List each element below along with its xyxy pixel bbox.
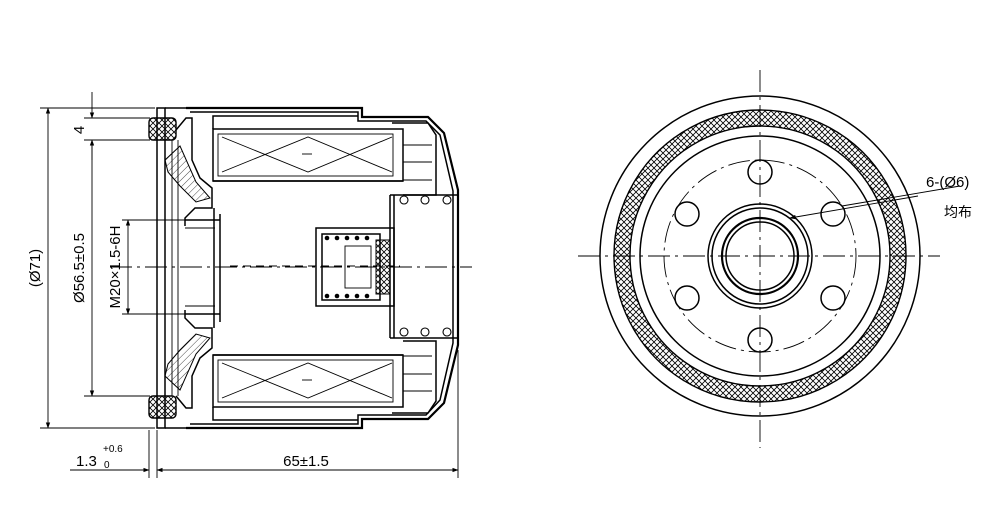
bypass-valve [315,227,395,307]
boss-outer [707,203,813,309]
valve-spring-dots [324,235,370,299]
dim-offset-upper: +0.6 [103,444,123,455]
gasket-ring [613,109,907,403]
dim-offset-lower: 0 [104,460,110,471]
hole-note: 均布 [944,205,972,221]
hole-5 [674,285,700,311]
hole-2 [820,201,846,227]
end-view [578,70,961,448]
valve-bottom-hatch [164,333,211,391]
can-body-outline [186,106,460,430]
gasket-top [148,117,177,141]
thread-bore [720,216,800,296]
dim-gasket-thickness: 4 [71,126,88,134]
side-view [110,106,472,430]
gasket-bottom [148,395,177,419]
dim-thread: M20×1.5-6H [107,226,124,309]
holes [674,159,846,353]
rivets [399,195,452,337]
hole-leader [789,195,919,220]
can-body-inner-wall [190,111,454,425]
hole-6 [674,201,700,227]
hole-1 [747,159,773,185]
base-plate-ring [639,135,881,377]
dim-length: 65±1.5 [283,453,329,470]
dim-outer-diameter: (Ø71) [27,249,44,287]
hole-labels: 6-(Ø6) 均布 [926,174,972,221]
dim-offset-main: 1.3 [76,453,97,470]
end-cap-top [392,122,437,196]
outer-rim [599,95,921,417]
valve-top-hatch [164,145,211,203]
hole-callout: 6-(Ø6) [926,174,969,191]
dim-gasket-diameter: Ø56.5±0.5 [71,233,88,303]
dimension-labels: (Ø71) Ø56.5±0.5 M20×1.5-6H 4 1.3 +0.6 0 … [27,126,329,471]
base-step-top [175,117,213,226]
base-plate-outer [156,107,166,429]
base-step-bottom [175,310,213,409]
hole-3 [820,285,846,311]
dimension-lines [40,92,459,478]
hole-4 [747,327,773,353]
end-cap-bottom [392,340,437,414]
